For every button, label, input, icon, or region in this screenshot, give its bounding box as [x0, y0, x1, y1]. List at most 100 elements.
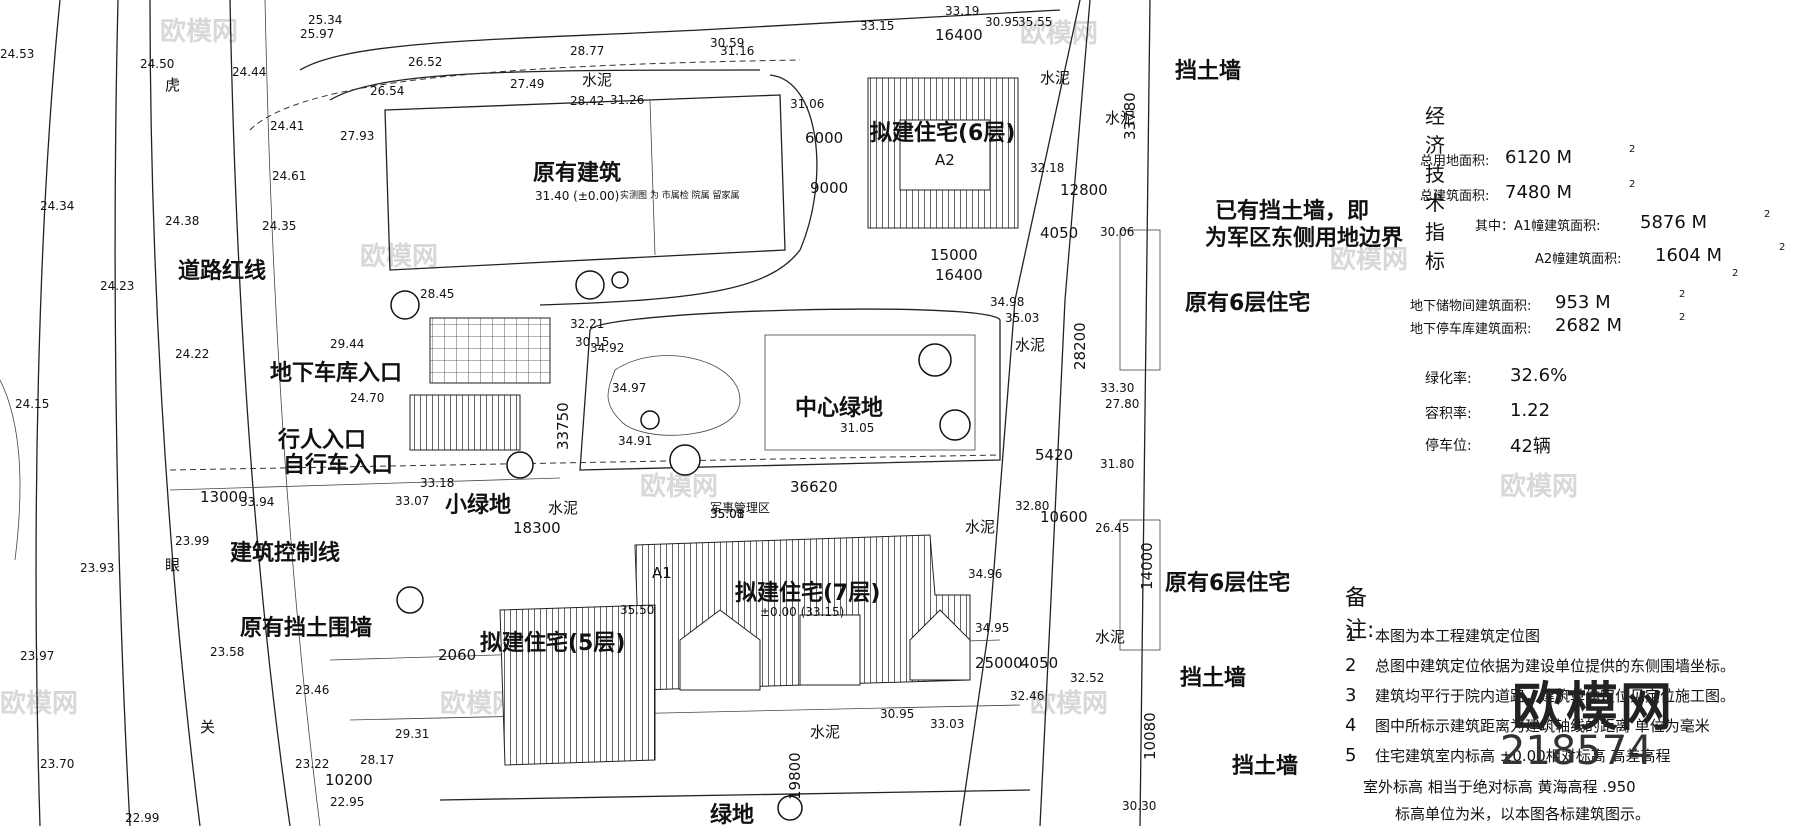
spot-elevation: 28.45: [420, 287, 454, 301]
indicator-row: A2幢建筑面积: 1604 M 2: [1535, 242, 1785, 267]
note-number: 1: [1345, 625, 1357, 646]
spot-elevation: 34.97: [612, 381, 646, 395]
watermark: 欧模网: [360, 241, 438, 272]
dimension: 16400: [935, 26, 983, 44]
spot-elevation: 23.93: [80, 561, 114, 575]
road-name-char: 虎: [165, 76, 180, 94]
spot-elevation: 25.97: [300, 27, 334, 41]
cement-label: 水泥: [1040, 69, 1070, 87]
indicator-value: 1604 M: [1655, 245, 1723, 266]
watermark: 欧模网: [1030, 688, 1108, 719]
spot-elevation: 23.58: [210, 645, 244, 659]
spot-elevation: 26.54: [370, 84, 404, 98]
note-number: 5: [1345, 745, 1357, 766]
indicator-unit-superscript: 2: [1679, 312, 1686, 323]
spot-elevation: 35.50: [620, 603, 654, 617]
indicator-label: 容积率:: [1425, 406, 1472, 422]
road-name-char: 眼: [165, 556, 180, 574]
spot-elevation: 33.30: [1100, 381, 1134, 395]
spot-elevation: 28.17: [360, 753, 394, 767]
spot-elevation: 32.46: [1010, 689, 1044, 703]
green-bottom-label: 绿地: [710, 802, 754, 826]
watermark-layer: 欧模网 欧模网 欧模网 欧模网 欧模网 欧模网 欧模网 欧模网 欧模网: [0, 16, 1578, 719]
dimension: 16400: [935, 266, 983, 284]
cement-label: 水泥: [1015, 336, 1045, 354]
indicator-value: 7480 M: [1505, 182, 1573, 203]
spot-elevation: 35.55: [1018, 15, 1052, 29]
dimension: 14000: [1138, 542, 1156, 590]
note-text: 总图中建筑定位依据为建设单位提供的东侧围墙坐标。: [1375, 657, 1736, 675]
cement-label: 水泥: [548, 499, 578, 517]
elevation-labels: 24.5324.5024.4425.3425.9726.5228.7730.59…: [0, 4, 1156, 825]
dimension: 9000: [810, 179, 848, 197]
cement-label: 水泥: [582, 71, 612, 89]
indicator-unit-superscript: 2: [1764, 209, 1771, 220]
spot-elevation: 24.41: [270, 119, 304, 133]
indicator-unit-superscript: 2: [1779, 242, 1786, 253]
dimension: 10080: [1141, 712, 1159, 760]
building-a1-label: 拟建住宅(7层): [735, 580, 880, 606]
spot-elevation: 33.94: [240, 495, 274, 509]
spot-elevation: 35.03: [1005, 311, 1039, 325]
spot-elevation: 34.92: [590, 341, 624, 355]
spot-elevation: 32.21: [570, 317, 604, 331]
annotation-labels: 道路红线 地下车库入口 行人入口 自行车入口 小绿地 建筑控制线 原有挡土围墙 …: [165, 59, 1403, 826]
spot-elevation: 33.15: [860, 19, 894, 33]
dimension-labels: 16400 6000 9000 12800 15000 16400 33750 …: [200, 26, 1159, 800]
indicator-label: 停车位:: [1425, 438, 1472, 454]
indicator-label: A2幢建筑面积:: [1535, 252, 1622, 267]
spot-elevation: 33.19: [945, 4, 979, 18]
spot-elevation: 34.91: [618, 434, 652, 448]
spot-elevation: 22.99: [125, 811, 159, 825]
spot-elevation: 31.80: [1100, 457, 1134, 471]
indicator-label: 地下停车库建筑面积:: [1410, 322, 1532, 337]
indicator-value: 2682 M: [1555, 315, 1623, 336]
garage-block: [409, 317, 551, 451]
indicator-label: 绿化率:: [1425, 371, 1472, 387]
spot-elevation: 23.46: [295, 683, 329, 697]
spot-elevation: 30.95: [985, 15, 1019, 29]
cement-label: 水泥: [1105, 109, 1135, 127]
building-west-label: 拟建住宅(5层): [480, 630, 625, 656]
dimension: 10600: [1040, 508, 1088, 526]
central-green: 中心绿地 31.05: [579, 308, 1001, 471]
spot-elevation: 24.61: [272, 169, 306, 183]
existing-6f-label-1: 原有6层住宅: [1185, 290, 1310, 316]
spot-elevation: 32.52: [1070, 671, 1104, 685]
spot-elevation: 31.26: [610, 93, 644, 107]
dimension: 33750: [554, 402, 572, 450]
build-control-line-label: 建筑控制线: [230, 540, 340, 566]
indicator-value: 5876 M: [1640, 212, 1708, 233]
indicator-label: 总用地面积:: [1420, 154, 1490, 169]
dimension: 28200: [1071, 322, 1089, 370]
brand-logo: 欧模网: [1512, 678, 1675, 738]
management-area-label: 军事管理区: [710, 500, 770, 515]
note-text: 标高单位为米，以本图各标建筑图示。: [1395, 805, 1651, 823]
garage-entrance-label: 地下车库入口: [270, 360, 402, 386]
indicator-unit-superscript: 2: [1629, 144, 1636, 155]
dimension: 2060: [438, 646, 476, 664]
dimension: 6000: [805, 129, 843, 147]
spot-elevation: 33.07: [395, 494, 429, 508]
spot-elevation: 30.15: [575, 335, 609, 349]
trees: [390, 270, 971, 821]
note-number: 4: [1345, 715, 1357, 736]
dimension: 25000: [975, 654, 1023, 672]
retaining-wall-label-3: 挡土墙: [1232, 754, 1298, 779]
note-number: 3: [1345, 685, 1357, 706]
spot-elevation: 23.97: [20, 649, 54, 663]
notes-title: 备注:: [1345, 586, 1375, 643]
watermark: 欧模网: [160, 16, 238, 47]
building-a2-code: A2: [935, 151, 955, 169]
indicator-row: 绿化率:32.6%: [1425, 365, 1567, 388]
road-red-line-label: 道路红线: [178, 258, 266, 284]
model-code: 218574: [1500, 728, 1653, 774]
central-green-label: 中心绿地: [795, 395, 883, 421]
note-text: 住宅建筑室内标高 ±0.00相对标高 高差高程: [1375, 747, 1671, 765]
indicator-value: 953 M: [1555, 292, 1611, 313]
spot-elevation: 24.38: [165, 214, 199, 228]
